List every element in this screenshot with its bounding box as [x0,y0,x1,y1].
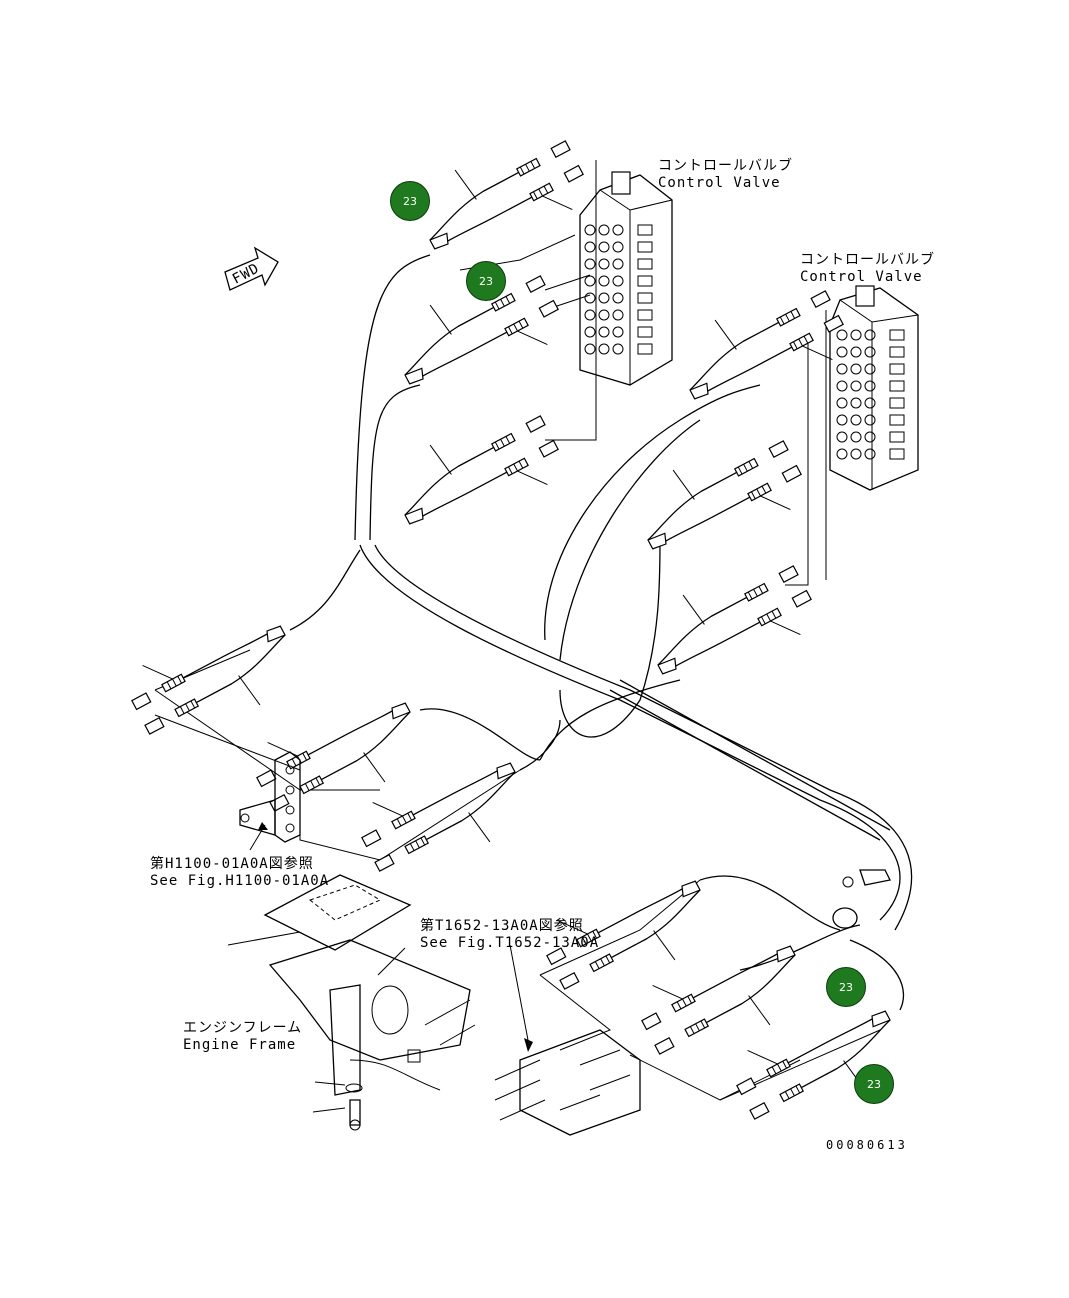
control-valve-label-jp-1: コントロールバルブ [658,158,793,174]
engine-frame [227,874,476,1131]
hose-assembly [256,702,411,812]
hose-assembly [131,625,286,735]
control-valve-label-en-2: Control Valve [800,269,923,285]
pilot-valve-block [494,944,641,1136]
callout-23[interactable]: 23 [854,1064,894,1104]
ref-t1652-en: See Fig.T1652-13A0A [420,935,600,951]
engine-frame-label-jp: エンジンフレーム [183,1020,303,1036]
fwd-arrow-icon [224,246,279,291]
hose-clamp-bracket [239,751,301,851]
drawing-number: 00080613 [826,1138,908,1152]
hose-assembly [657,565,812,675]
hose-assembly [404,415,559,525]
hose-assembly [736,1010,891,1120]
hose-assemblies [131,140,891,1120]
ref-h1100-jp: 第H1100-01A0A図参照 [150,856,314,872]
hose-assembly [404,275,559,385]
callout-23[interactable]: 23 [826,967,866,1007]
control-valve-upper [579,171,673,386]
engine-frame-label-en: Engine Frame [183,1037,297,1053]
control-valve-label-jp-2: コントロールバルブ [800,252,935,268]
callout-23[interactable]: 23 [466,261,506,301]
hose-assembly [689,290,844,400]
main-tube-bundle [289,254,913,1011]
hose-assembly [361,762,516,872]
control-valve-right [829,285,919,491]
ref-h1100-en: See Fig.H1100-01A0A [150,873,330,889]
hose-assembly [647,440,802,550]
assembly-outlines [154,160,881,1101]
control-valve-label-en-1: Control Valve [658,175,781,191]
hose-assembly [641,945,796,1055]
hose-assembly [546,880,701,990]
callout-23[interactable]: 23 [390,181,430,221]
ref-t1652-jp: 第T1652-13A0A図参照 [420,918,584,934]
clamp-right [832,869,891,929]
hose-assembly [429,140,584,250]
